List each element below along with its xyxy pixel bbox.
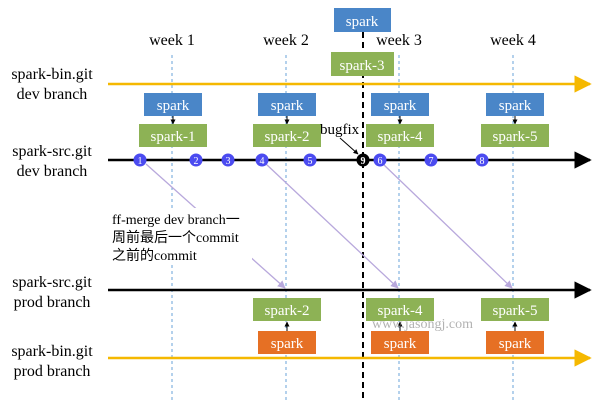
svg-text:spark: spark [271,336,304,352]
svg-text:dev branch: dev branch [17,86,88,103]
svg-text:spark-bin.git: spark-bin.git [11,66,93,83]
dev-spark-box-4: spark [486,93,544,116]
top-spark-label: spark [346,14,379,30]
svg-text:spark-bin.git: spark-bin.git [11,343,93,360]
svg-text:4: 4 [260,156,265,167]
ff-merge-annotation: ff-merge dev branch一 周前最后一个commit 之前的com… [110,208,252,264]
svg-text:spark-2: spark-2 [265,129,310,145]
dev-spark-box-1: spark [144,93,202,116]
commit-6: 6 [373,153,387,167]
svg-text:3: 3 [226,156,231,167]
svg-text:之前的commit: 之前的commit [112,247,197,264]
commit-1: 1 [133,153,147,167]
commit-5: 5 [303,153,317,167]
lane-label-src-prod: spark-src.git prod branch [12,274,92,311]
week-label-3: week 3 [376,32,422,49]
prod-src-box-1: spark-2 [253,298,321,321]
svg-text:1: 1 [138,156,143,167]
dev-src-box-3: spark-4 [366,124,434,147]
dev-src-box-1: spark-1 [139,124,207,147]
svg-text:6: 6 [378,156,383,167]
svg-text:spark-5: spark-5 [493,303,538,319]
svg-text:spark: spark [157,98,190,114]
lane-label-src-dev: spark-src.git dev branch [12,143,92,180]
svg-text:7: 7 [429,156,434,167]
svg-text:spark-5: spark-5 [493,129,538,145]
bugfix-arrow [339,137,359,155]
svg-text:spark: spark [499,98,532,114]
watermark: www.jasongj.com [372,317,473,332]
svg-text:spark-4: spark-4 [378,303,423,319]
week-label-1: week 1 [149,32,195,49]
week-label-2: week 2 [263,32,309,49]
commit-9-bugfix: 9 [356,153,370,167]
ff-merge-arrow-3 [382,163,513,289]
svg-text:周前最后一个commit: 周前最后一个commit [112,229,239,246]
svg-text:ff-merge dev branch一: ff-merge dev branch一 [112,213,240,228]
svg-text:8: 8 [480,156,485,167]
commit-4: 4 [255,153,269,167]
dev-spark-box-3: spark [371,93,429,116]
prod-spark-box-2: spark [371,331,429,354]
top-spark3-label: spark-3 [340,58,385,74]
svg-text:9: 9 [361,156,366,167]
prod-spark-box-1: spark [258,331,316,354]
svg-text:2: 2 [194,156,199,167]
svg-text:spark-2: spark-2 [265,303,310,319]
svg-text:spark: spark [499,336,532,352]
svg-text:spark: spark [384,98,417,114]
prod-src-box-2: spark-4 [366,298,434,321]
svg-text:dev branch: dev branch [17,163,88,180]
svg-text:prod branch: prod branch [14,363,91,380]
svg-text:spark-4: spark-4 [378,129,423,145]
prod-spark-box-3: spark [486,331,544,354]
commit-8: 8 [475,153,489,167]
prod-src-box-3: spark-5 [481,298,549,321]
commit-3: 3 [221,153,235,167]
top-spark-box: spark [334,8,391,32]
svg-text:prod branch: prod branch [14,294,91,311]
top-spark3-box: spark-3 [331,52,394,76]
dev-src-box-2: spark-2 [253,124,321,147]
svg-text:spark-src.git: spark-src.git [12,143,92,160]
dev-src-box-4: spark-5 [481,124,549,147]
commit-2: 2 [189,153,203,167]
dev-spark-box-2: spark [258,93,316,116]
commit-7: 7 [424,153,438,167]
bugfix-label: bugfix [320,122,360,138]
svg-text:spark: spark [384,336,417,352]
svg-text:spark-src.git: spark-src.git [12,274,92,291]
svg-text:5: 5 [308,156,313,167]
lane-label-bin-dev: spark-bin.git dev branch [11,66,93,103]
svg-text:spark: spark [271,98,304,114]
lane-label-bin-prod: spark-bin.git prod branch [11,343,93,380]
week-label-4: week 4 [490,32,536,49]
ff-merge-arrow-2 [265,163,399,289]
svg-text:spark-1: spark-1 [151,129,196,145]
